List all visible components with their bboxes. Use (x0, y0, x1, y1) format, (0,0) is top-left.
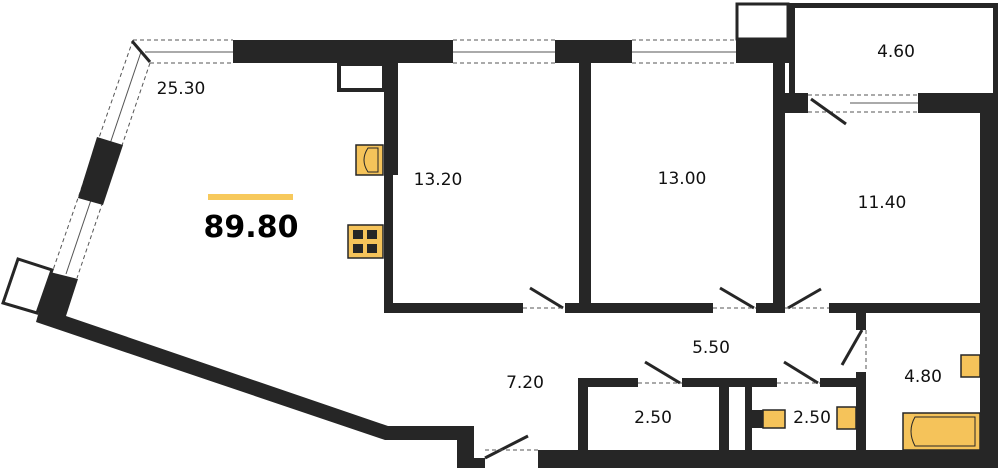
total-area-bar (208, 194, 293, 200)
room-area-bathroom: 4.80 (904, 367, 942, 387)
room-area-toilet: 2.50 (793, 408, 831, 428)
fixtures (347, 144, 981, 451)
stove-icon (347, 224, 384, 259)
total-area: 89.80 (204, 210, 299, 245)
doors (484, 97, 867, 460)
toilet-icon (752, 409, 786, 429)
room-area-bedroom-3: 11.40 (858, 193, 907, 213)
room-area-hall: 7.20 (506, 373, 544, 393)
kitchen-sink-icon (355, 144, 384, 176)
room-area-balcony: 4.60 (877, 42, 915, 62)
room-area-bedroom-2: 13.00 (658, 169, 707, 189)
room-area-living-kitchen: 25.30 (157, 79, 206, 99)
room-area-bedroom-1: 13.20 (414, 170, 463, 190)
bathtub-icon (902, 412, 981, 451)
bathroom-sink-icon (960, 354, 981, 378)
wc-sink-icon (836, 406, 857, 430)
room-area-storage: 2.50 (634, 408, 672, 428)
windows (52, 39, 918, 279)
room-area-corridor: 5.50 (692, 338, 730, 358)
